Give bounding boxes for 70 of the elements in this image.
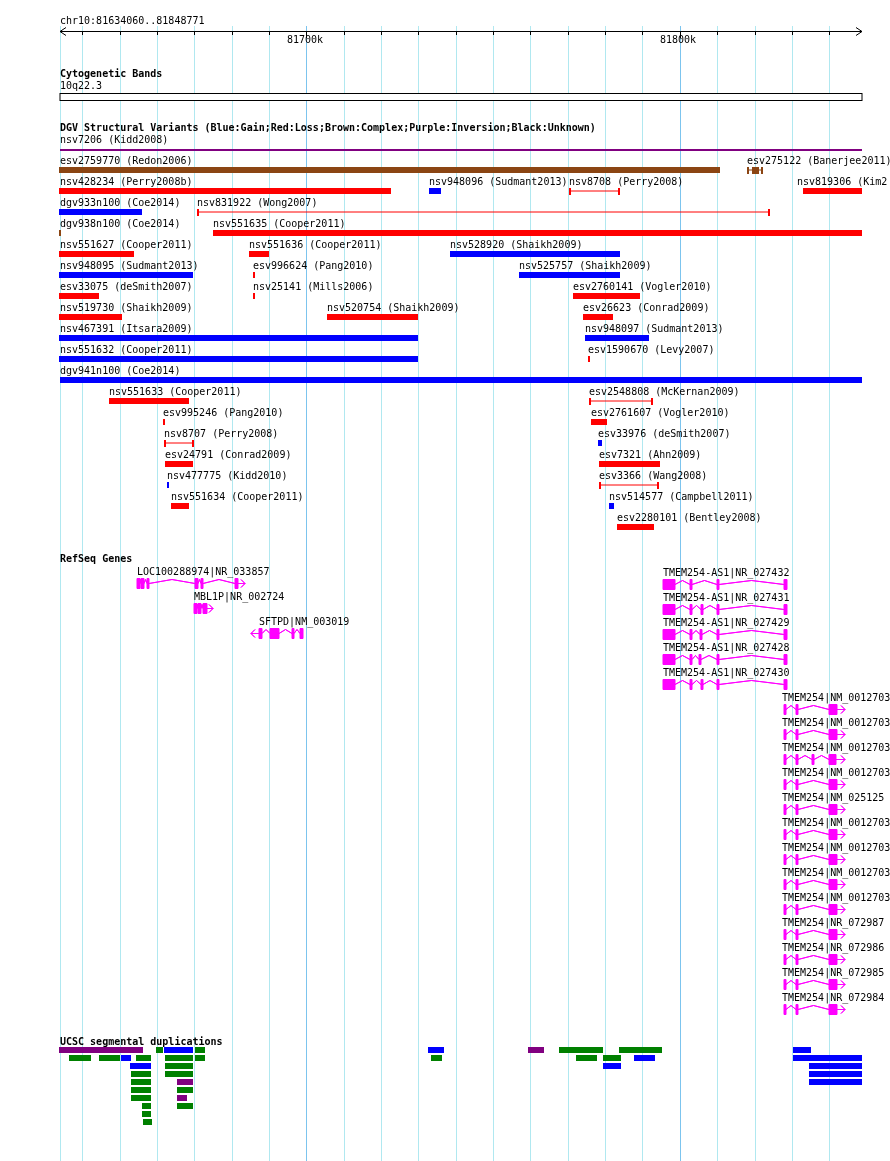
variant-label: nsv7206 (Kidd2008) (60, 134, 169, 146)
variant-label: esv33075 (deSmith2007) (60, 281, 193, 293)
variant-label: nsv25141 (Mills2006) (253, 281, 374, 293)
gene-label: TMEM254|NM_0012703 (782, 717, 890, 729)
track-title: Cytogenetic Bands (60, 68, 163, 80)
variant-label: nsv948095 (Sudmant2013) (60, 260, 199, 272)
variant-label: esv996624 (Pang2010) (253, 260, 374, 272)
gene-label: TMEM254|NM_0012703 (782, 842, 890, 854)
variant-label: dgv941n100 (Coe2014) (60, 365, 181, 377)
variant-label: nsv8707 (Perry2008) (164, 428, 279, 440)
variant-label: esv33976 (deSmith2007) (598, 428, 731, 440)
variant-label: nsv477775 (Kidd2010) (167, 470, 288, 482)
variant-label: nsv948097 (Sudmant2013) (585, 323, 724, 335)
variant-label: nsv831922 (Wong2007) (197, 197, 318, 209)
gene-label: TMEM254|NM_0012703 (782, 817, 890, 829)
tick-label: 81800k (660, 34, 697, 46)
gene-label: TMEM254|NR_072986 (782, 942, 885, 954)
variant-label: esv2761607 (Vogler2010) (591, 407, 730, 419)
variant-label: esv26623 (Conrad2009) (583, 302, 710, 314)
variant-label: esv7321 (Ahn2009) (599, 449, 702, 461)
variant-label: nsv551632 (Cooper2011) (60, 344, 193, 356)
variant-label: nsv8708 (Perry2008) (569, 176, 684, 188)
gene-label: TMEM254|NM_0012703 (782, 867, 890, 879)
variant-label: esv1590670 (Levy2007) (588, 344, 715, 356)
variant-label: esv24791 (Conrad2009) (165, 449, 292, 461)
variant-label: esv2280101 (Bentley2008) (617, 512, 762, 524)
variant-label: esv2760141 (Vogler2010) (573, 281, 712, 293)
coordinate-label: chr10:81634060..81848771 (60, 15, 205, 27)
gene-label: TMEM254-AS1|NR_027432 (663, 567, 790, 579)
gene-label: MBL1P|NR_002724 (194, 591, 285, 603)
variant-label: nsv428234 (Perry2008b) (60, 176, 193, 188)
track-title: RefSeq Genes (60, 553, 133, 565)
variant-label: nsv520754 (Shaikh2009) (327, 302, 460, 314)
gene-label: TMEM254|NR_072987 (782, 917, 885, 929)
variant-label: nsv514577 (Campbell2011) (609, 491, 754, 503)
gene-label: TMEM254|NM_0012703 (782, 692, 890, 704)
variant-label: nsv467391 (Itsara2009) (60, 323, 193, 335)
band-label: 10q22.3 (60, 80, 103, 92)
gene-label: TMEM254|NM_0012703 (782, 742, 890, 754)
variant-label: nsv519730 (Shaikh2009) (60, 302, 193, 314)
gene-label: TMEM254|NR_072984 (782, 992, 885, 1004)
variant-label: esv2548808 (McKernan2009) (589, 386, 740, 398)
variant-label: nsv551636 (Cooper2011) (249, 239, 382, 251)
gene-label: TMEM254|NR_072985 (782, 967, 885, 979)
gene-label: TMEM254-AS1|NR_027429 (663, 617, 790, 629)
variant-label: nsv948096 (Sudmant2013) (429, 176, 568, 188)
gene-label: TMEM254|NM_0012703 (782, 767, 890, 779)
variant-label: nsv819306 (Kim2 (797, 176, 888, 188)
variant-label: esv3366 (Wang2008) (599, 470, 708, 482)
variant-label: nsv551633 (Cooper2011) (109, 386, 242, 398)
variant-label: dgv938n100 (Coe2014) (60, 218, 181, 230)
variant-label: nsv551634 (Cooper2011) (171, 491, 304, 503)
gene-label: TMEM254|NM_025125 (782, 792, 885, 804)
gene-label: TMEM254|NM_0012703 (782, 892, 890, 904)
track-title: DGV Structural Variants (Blue:Gain;Red:Loss;Brown:Complex;Purple:Inversion;Black:Unknown) (60, 122, 596, 134)
track-title: UCSC segmental duplications (60, 1036, 223, 1048)
variant-label: nsv525757 (Shaikh2009) (519, 260, 652, 272)
gene-label: LOC100288974|NR_033857 (137, 566, 270, 578)
gene-label: TMEM254-AS1|NR_027430 (663, 667, 790, 679)
variant-label: esv995246 (Pang2010) (163, 407, 284, 419)
variant-label: esv275122 (Banerjee2011) (747, 155, 890, 167)
variant-label: nsv551635 (Cooper2011) (213, 218, 346, 230)
variant-label: dgv933n100 (Coe2014) (60, 197, 181, 209)
tick-label: 81700k (287, 34, 324, 46)
variant-label: nsv551627 (Cooper2011) (60, 239, 193, 251)
gene-label: TMEM254-AS1|NR_027431 (663, 592, 790, 604)
gene-label: SFTPD|NM_003019 (259, 616, 350, 628)
gene-label: TMEM254-AS1|NR_027428 (663, 642, 790, 654)
variant-label: esv2759770 (Redon2006) (60, 155, 193, 167)
variant-label: nsv528920 (Shaikh2009) (450, 239, 583, 251)
